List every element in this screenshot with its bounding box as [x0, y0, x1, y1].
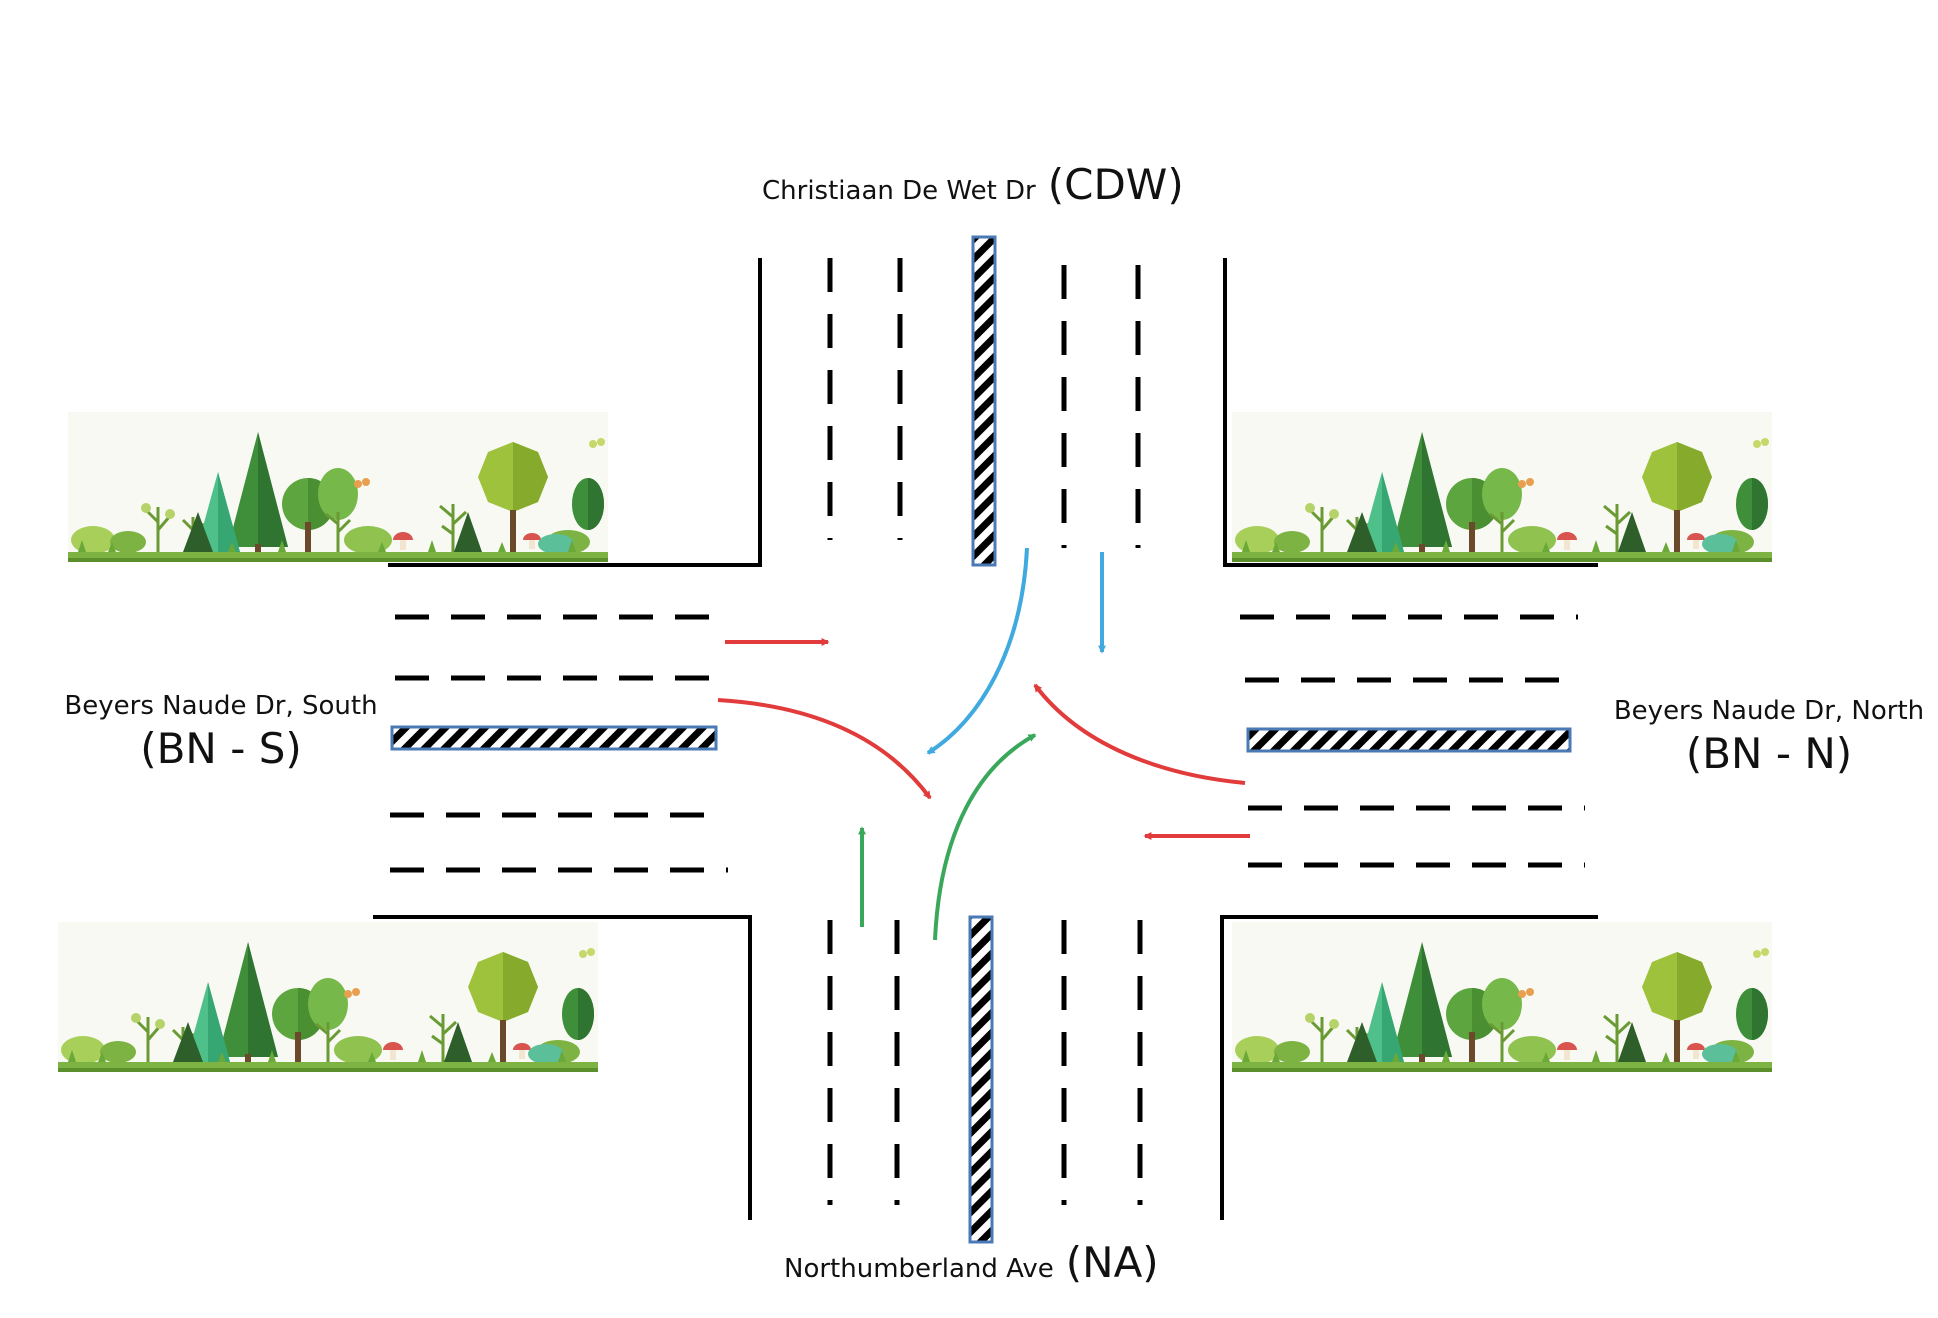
road-code-north: (CDW) — [1047, 160, 1184, 209]
label-east-road: Beyers Naude Dr, North (BN - N) — [1606, 695, 1932, 780]
lane-markings — [390, 258, 1585, 1205]
arrow-bn-n-right — [1033, 683, 1246, 785]
label-north-road: Christiaan De Wet Dr (CDW) — [762, 160, 1184, 209]
curb-bottom-right — [1220, 915, 1598, 1220]
median-north — [971, 235, 997, 567]
road-name-east: Beyers Naude Dr, North — [1613, 696, 1925, 726]
road-name-west: Beyers Naude Dr, South — [64, 691, 378, 721]
median-west — [390, 725, 718, 751]
arrow-bn-s-right — [717, 698, 932, 800]
curb-top-left — [388, 258, 762, 567]
medians — [390, 235, 1572, 1244]
movement-arrows — [717, 547, 1250, 941]
landscape-top-right — [1230, 410, 1774, 564]
arrow-cdw-right — [926, 547, 1029, 755]
curb-top-right — [1223, 258, 1598, 567]
road-code-east: (BN - N) — [1685, 728, 1853, 778]
median-east — [1246, 727, 1572, 753]
curb-bottom-left — [373, 915, 752, 1220]
landscape-top-left — [66, 410, 610, 564]
label-west-road: Beyers Naude Dr, South (BN - S) — [56, 690, 386, 775]
median-south — [968, 915, 994, 1244]
road-code-south: (NA) — [1065, 1238, 1159, 1287]
road-name-north: Christiaan De Wet Dr — [762, 176, 1036, 206]
landscape-bottom-right — [1230, 920, 1774, 1074]
road-name-south: Northumberland Ave — [784, 1254, 1054, 1284]
arrow-na-right — [933, 733, 1037, 941]
label-south-road: Northumberland Ave (NA) — [784, 1238, 1159, 1287]
landscape-bottom-left — [56, 920, 600, 1074]
curb-lines — [373, 258, 1598, 1220]
road-code-west: (BN - S) — [140, 723, 302, 773]
